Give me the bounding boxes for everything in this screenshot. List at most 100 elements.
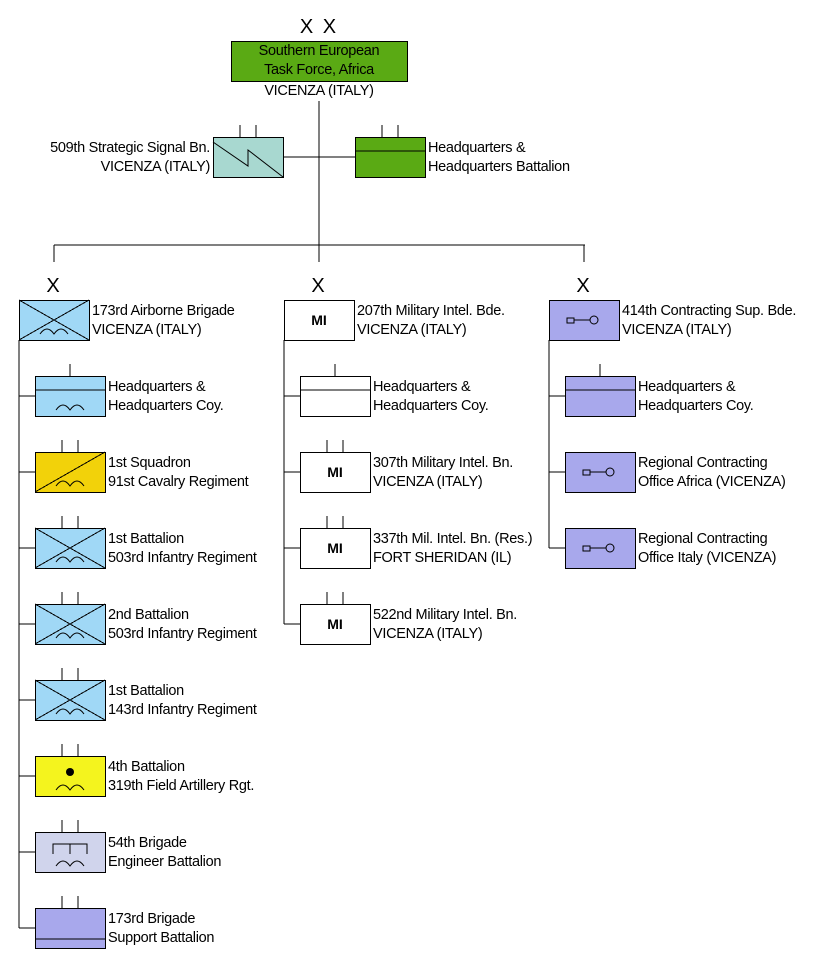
infantry-cross-icon [34,603,106,645]
key-icon [605,543,615,553]
unit-label: Headquarters & Headquarters Coy. [108,378,224,416]
cavalry-slash-icon [34,451,106,493]
brigade-label-line1: 173rd Airborne Brigade [92,303,235,319]
unit-label: Headquarters &Headquarters Coy. [638,378,754,416]
top-unit-location: VICENZA (ITALY) [264,83,374,99]
brigade-label-line2: VICENZA (ITALY) [357,322,467,338]
unit-frame [35,756,106,797]
unit-label-line2: 503rd Infantry Regiment [108,550,257,566]
unit-label-line2: Headquarters Coy. [373,398,489,414]
unit-label-line1: 54th Brigade [108,835,187,851]
unit-label-line2: VICENZA (ITALY) [100,159,211,175]
unit-label-line1: 1st Battalion [108,683,184,699]
unit-label-line2: 91st Cavalry Regiment [108,474,249,490]
unit-label-line1: 522nd Military Intel. Bn. [373,607,518,623]
unit-symbol [34,668,106,721]
brigade-symbol-414th [549,300,620,341]
brigade-label-line2: VICENZA (ITALY) [622,322,732,338]
mi-icon: MI [327,540,343,556]
top-echelon-marker: X X [299,16,339,38]
brigade-label-414th: 414th Contracting Sup. Bde. VICENZA (ITA… [622,302,796,340]
unit-symbol-hq-bn [355,125,426,178]
unit-symbol [35,820,106,873]
unit-label-line1: Headquarters & [373,379,471,395]
unit-label-line1: Regional Contracting [638,455,768,471]
key-icon [605,467,615,477]
brigade-label-207th: 207th Military Intel. Bde. VICENZA (ITAL… [357,302,505,340]
top-unit-name-line1: Southern European [258,43,380,59]
unit-label-line1: 1st Battalion [108,531,184,547]
unit-label-line2: Headquarters Coy. [108,398,224,414]
unit-label-line2: 143rd Infantry Regiment [108,702,257,718]
airborne-icon [55,404,85,411]
unit-frame [300,376,371,417]
brigade-symbol-207th: MI [284,300,355,341]
brigade-symbol-173rd [18,299,90,341]
unit-label: 1st Battalion 143rd Infantry Regiment [108,682,257,720]
unit-label-line1: 337th Mil. Intel. Bn. (Res.) [373,531,533,547]
unit-frame [213,137,284,178]
brigade-label-line1: 207th Military Intel. Bde. [357,303,505,319]
unit-label: Headquarters & Headquarters Coy. [373,378,489,416]
top-unit-frame [231,41,408,82]
unit-label: 307th Military Intel. Bn.VICENZA (ITALY) [373,454,513,492]
unit-frame [300,604,371,645]
infantry-cross-icon [34,527,106,569]
unit-label: 1st Battalion 503rd Infantry Regiment [108,530,257,568]
unit-label-line1: Headquarters & [108,379,206,395]
unit-label-line1: 509th Strategic Signal Bn. [50,140,210,156]
top-unit-name: Southern European Task Force, Africa [231,42,407,80]
mi-icon: MI [311,312,327,328]
airborne-icon [55,784,85,791]
airborne-icon [55,860,85,867]
unit-symbol [35,744,106,797]
unit-label-line1: 4th Battalion [108,759,185,775]
unit-label-line1: Regional Contracting [638,531,768,547]
unit-frame [300,452,371,493]
brigade-echelon-marker-414th: X [576,275,592,297]
brigade-echelon-marker-173rd: X [46,275,62,297]
airborne-icon [55,556,85,563]
unit-label-line1: Headquarters & [638,379,736,395]
unit-label-line1: 1st Squadron [108,455,191,471]
unit-symbol [300,364,371,417]
unit-symbol [35,364,106,417]
unit-label-line2: Support Battalion [108,930,215,946]
unit-label-line2: Office Italy (VICENZA) [638,550,777,566]
unit-label: 522nd Military Intel. Bn.VICENZA (ITALY) [373,606,517,644]
unit-label-line2: VICENZA (ITALY) [373,474,483,490]
airborne-icon [39,328,69,335]
brigade-label-173rd: 173rd Airborne Brigade VICENZA (ITALY) [92,302,235,340]
unit-label: 1st Squadron 91st Cavalry Regiment [108,454,249,492]
unit-symbol-signal [212,125,284,178]
unit-symbol [34,440,106,493]
unit-label-signal: 509th Strategic Signal Bn. VICENZA (ITAL… [50,139,210,177]
unit-label-line2: Office Africa (VICENZA) [638,474,786,490]
infantry-cross-icon [18,299,90,341]
top-unit-name-line2: Task Force, Africa [264,62,374,78]
unit-label-line2: Headquarters Battalion [428,159,570,175]
unit-symbol [565,364,636,417]
unit-symbol [565,528,636,569]
unit-frame [355,137,426,178]
unit-label-line2: 503rd Infantry Regiment [108,626,257,642]
airborne-icon [55,480,85,487]
unit-label-line1: 173rd Brigade [108,911,196,927]
infantry-cross-icon [34,679,106,721]
airborne-icon [55,632,85,639]
airborne-icon [55,708,85,715]
brigade-label-line2: VICENZA (ITALY) [92,322,202,338]
unit-symbol [34,592,106,645]
mi-icon: MI [327,616,343,632]
signal-lightning-icon [212,141,284,178]
connector-lines [18,101,585,929]
unit-symbol [565,452,636,493]
unit-frame [35,908,106,949]
